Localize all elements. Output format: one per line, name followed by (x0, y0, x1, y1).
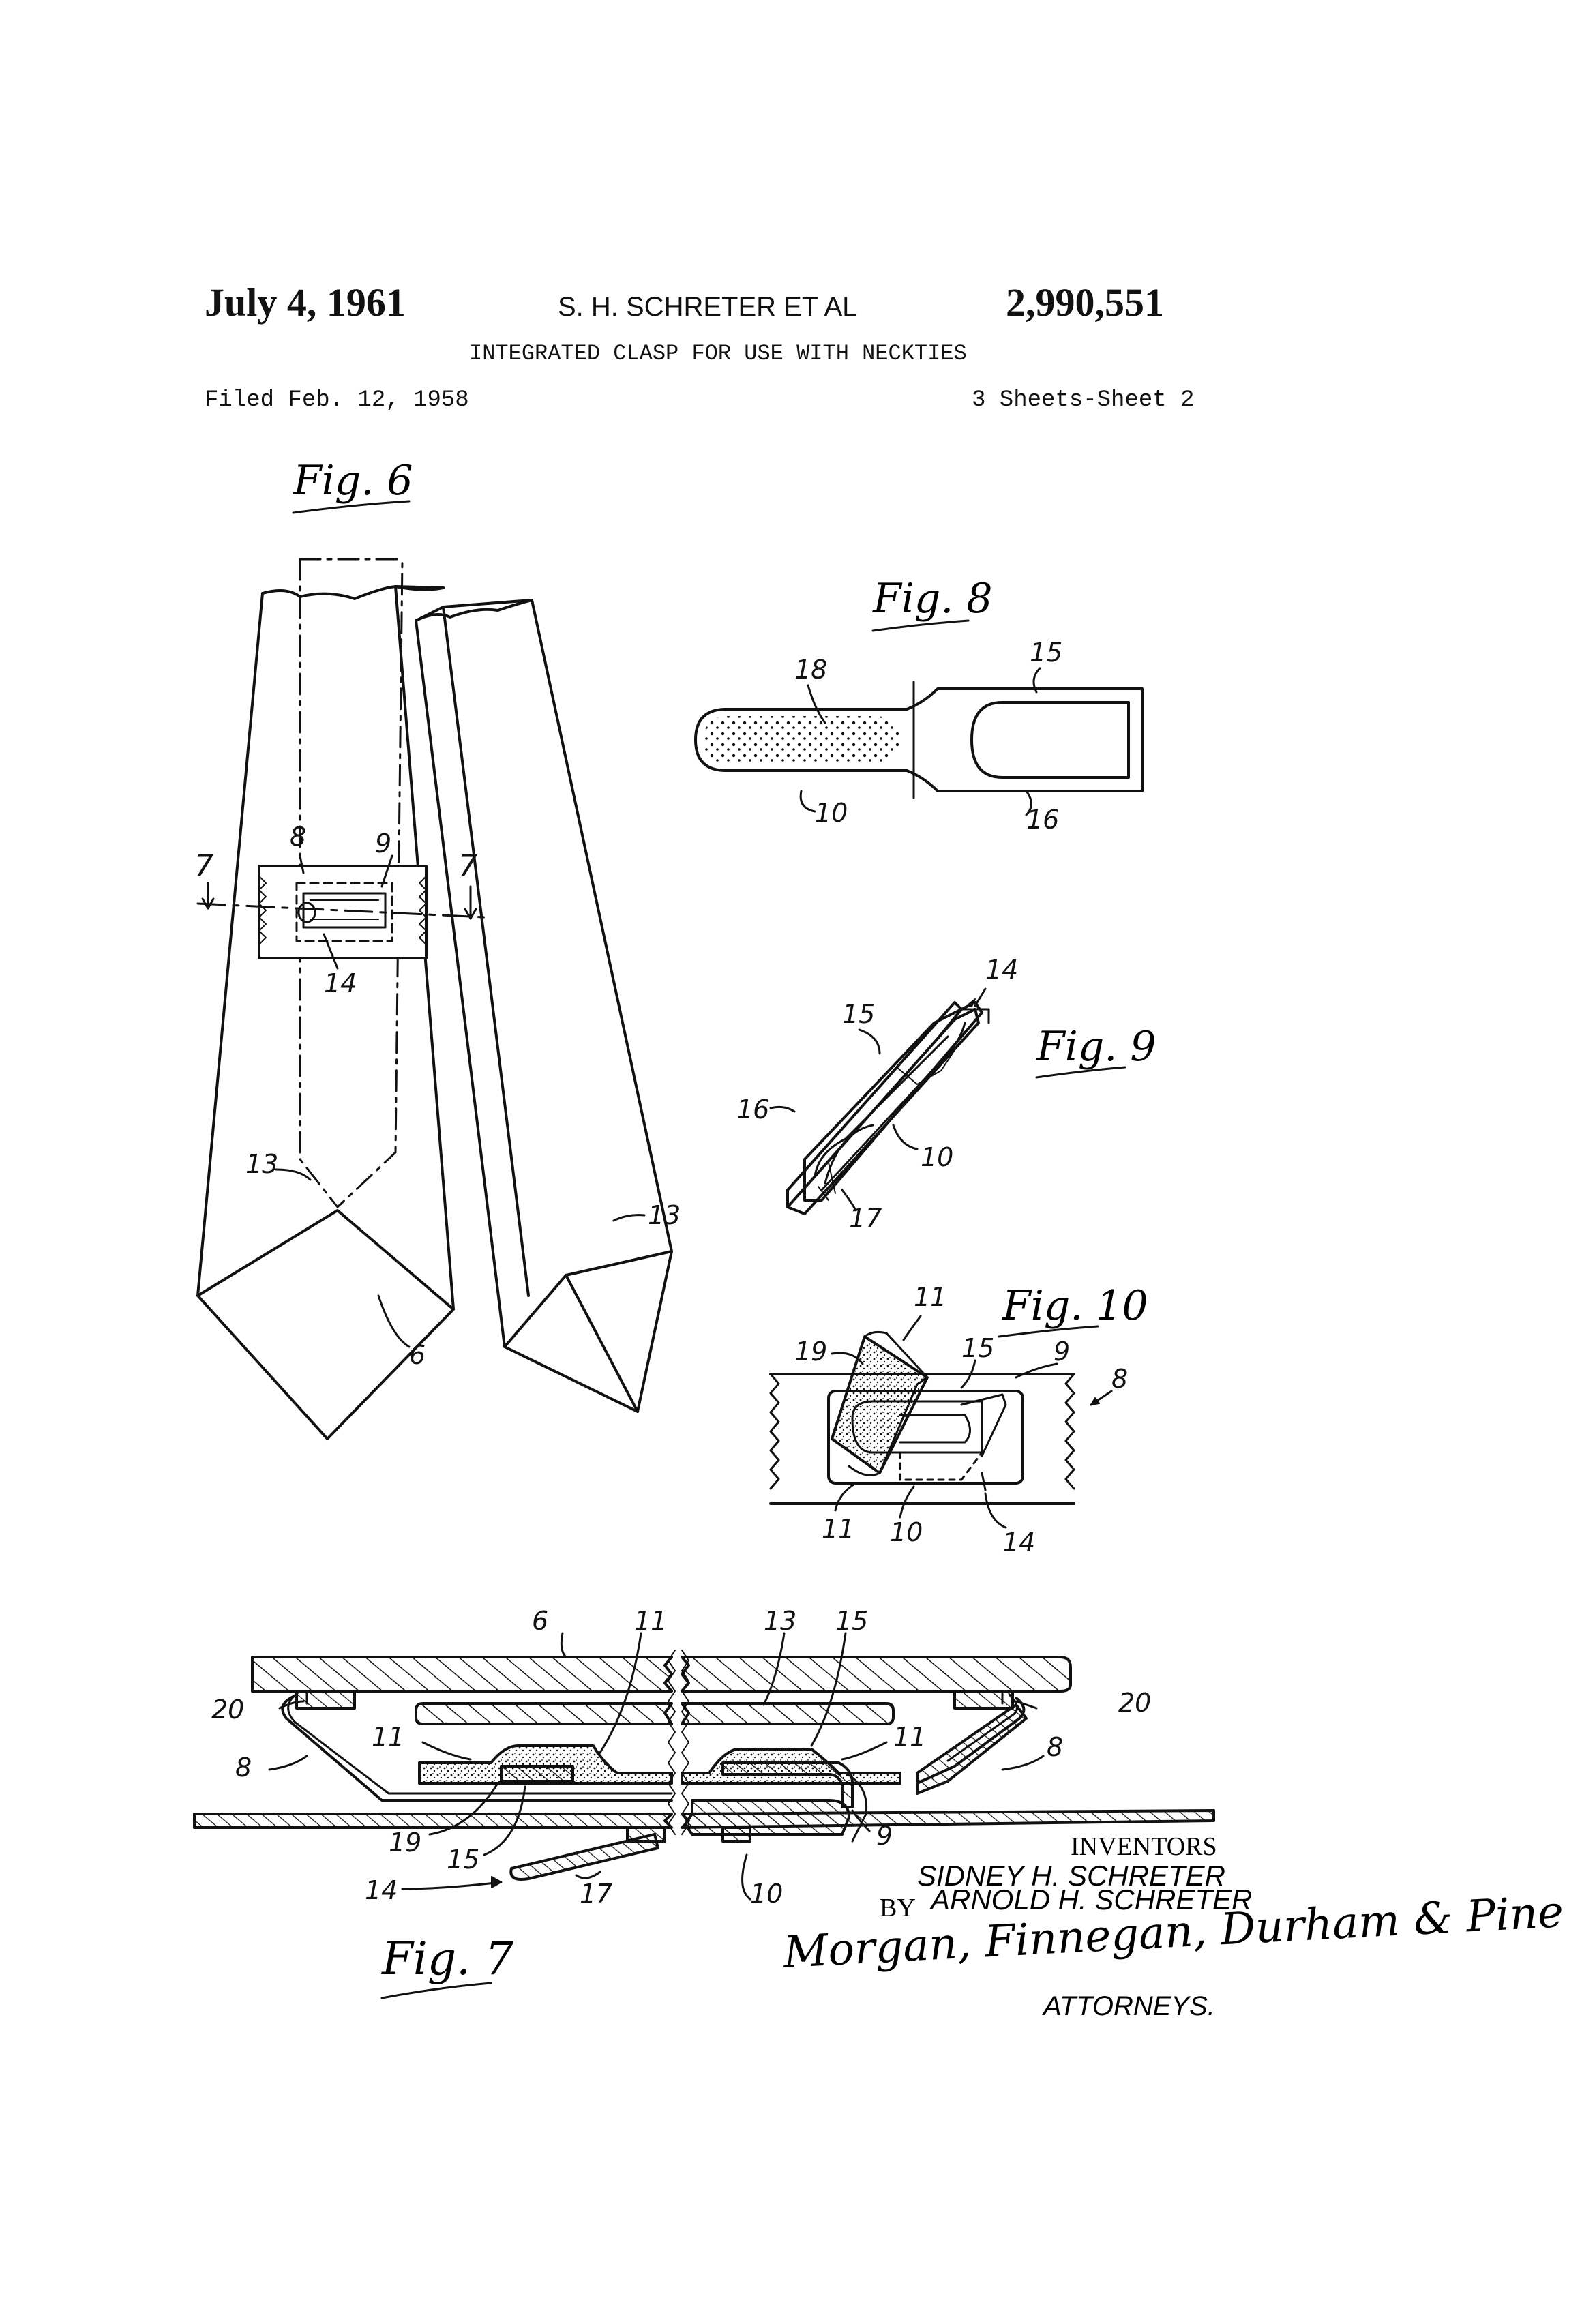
fig9-clip (769, 987, 990, 1215)
ref-6: 6 (532, 1606, 548, 1636)
ref-8: 8 (235, 1753, 252, 1783)
inventor-name: S. H. SCHRETER ET AL (558, 292, 858, 322)
fig6-title: Fig. 6 (293, 457, 413, 505)
ref-18: 18 (794, 655, 827, 685)
ref-11: 11 (914, 1282, 946, 1312)
ref-15: 15 (1030, 638, 1062, 668)
ref-7: 7 (458, 849, 477, 884)
ref-6: 6 (409, 1340, 426, 1370)
ref-15: 15 (835, 1606, 868, 1636)
patent-number: 2,990,551 (1006, 280, 1164, 325)
attorneys-label: ATTORNEYS. (1042, 1991, 1215, 2021)
ref-15: 15 (961, 1333, 994, 1363)
ref-16: 16 (736, 1094, 769, 1124)
fig10-clasp (769, 1315, 1113, 1529)
fig6-tie (196, 558, 673, 1440)
ref-10: 10 (921, 1142, 953, 1172)
ref-14: 14 (324, 968, 357, 998)
ref-10: 10 (890, 1517, 923, 1547)
ref-13: 13 (245, 1149, 278, 1179)
ref-11: 11 (822, 1514, 854, 1544)
ref-17: 17 (580, 1879, 612, 1909)
ref-19: 19 (794, 1337, 827, 1367)
ref-8: 8 (290, 822, 306, 852)
patent-title: INTEGRATED CLASP FOR USE WITH NECKTIES (469, 341, 967, 366)
fig9-title: Fig. 9 (1036, 1023, 1156, 1071)
by-label: BY (880, 1894, 916, 1922)
ref-16: 16 (1026, 805, 1059, 835)
ref-11: 11 (634, 1606, 667, 1636)
ref-14: 14 (985, 955, 1018, 985)
fig8-title: Fig. 8 (872, 575, 993, 623)
ref-8: 8 (1111, 1364, 1128, 1394)
inventor-2: ARNOLD H. SCHRETER (929, 1883, 1252, 1916)
ref-19: 19 (389, 1828, 421, 1858)
filed-date: Filed Feb. 12, 1958 (205, 387, 469, 413)
ref-14: 14 (1002, 1528, 1035, 1558)
ref-9: 9 (876, 1821, 893, 1851)
ref-9: 9 (1054, 1337, 1070, 1367)
ref-13: 13 (648, 1200, 681, 1230)
ref-20: 20 (211, 1695, 244, 1725)
ref-14: 14 (365, 1875, 398, 1905)
ref-11: 11 (372, 1722, 404, 1752)
fig8-clip (694, 667, 1144, 816)
ref-20: 20 (1118, 1688, 1151, 1718)
ref-8: 8 (1047, 1732, 1063, 1762)
fig7-section (193, 1632, 1215, 1901)
ref-10: 10 (815, 798, 848, 828)
ref-15: 15 (842, 999, 875, 1029)
ref-13: 13 (764, 1606, 796, 1636)
ref-17: 17 (849, 1204, 882, 1234)
patent-date: July 4, 1961 (205, 280, 406, 325)
inventors-label: INVENTORS (1071, 1832, 1217, 1861)
inventor-1: SIDNEY H. SCHRETER (917, 1860, 1225, 1892)
fig10-title: Fig. 10 (1002, 1282, 1148, 1330)
ref-10: 10 (750, 1879, 783, 1909)
ref-7: 7 (194, 849, 213, 884)
ref-15: 15 (447, 1845, 479, 1875)
ref-9: 9 (375, 829, 391, 859)
sheet-count: 3 Sheets-Sheet 2 (972, 387, 1195, 413)
ref-11: 11 (893, 1722, 926, 1752)
fig7-title: Fig. 7 (381, 1933, 513, 1985)
